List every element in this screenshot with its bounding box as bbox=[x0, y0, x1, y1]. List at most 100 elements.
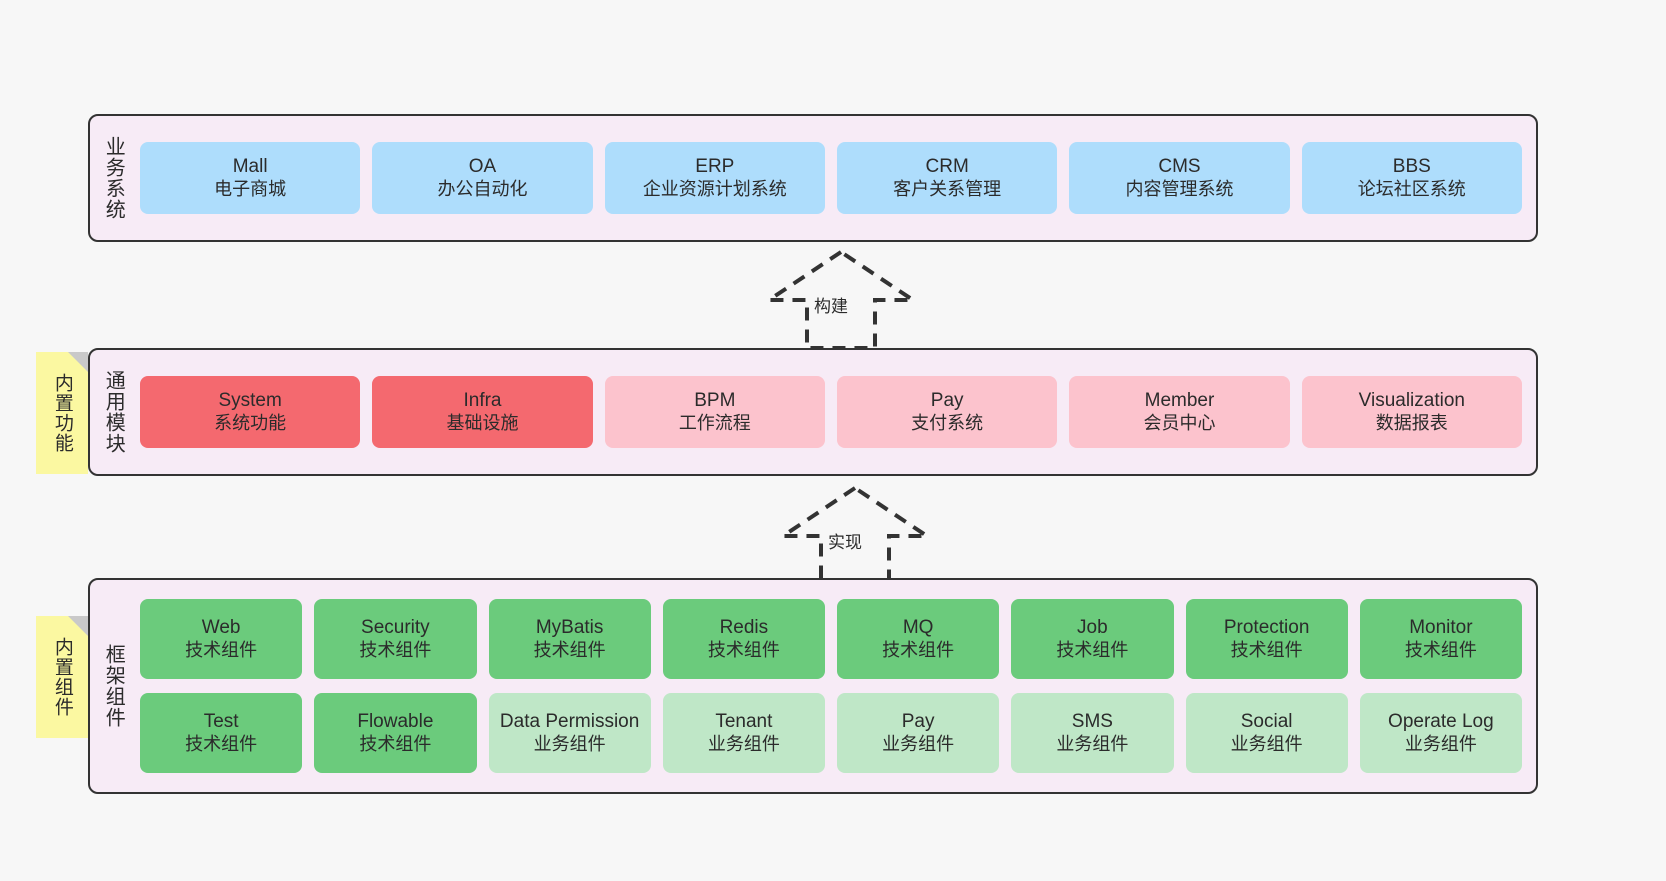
node-label-cn: 论坛社区系统 bbox=[1357, 178, 1466, 199]
node-member[interactable]: Member 会员中心 bbox=[1069, 376, 1290, 448]
node-label-en: CRM bbox=[925, 156, 969, 178]
node-test[interactable]: Test 技术组件 bbox=[140, 693, 303, 773]
layer-body-business-systems: Mall 电子商城 OA 办公自动化 ERP 企业资源计划系统 CRM 客户关系… bbox=[136, 116, 1536, 240]
note-label: 内置组件 bbox=[51, 637, 73, 717]
node-label-cn: 内容管理系统 bbox=[1125, 178, 1234, 199]
node-social[interactable]: Social 业务组件 bbox=[1185, 693, 1348, 773]
node-system[interactable]: System 系统功能 bbox=[140, 376, 361, 448]
node-visualization[interactable]: Visualization 数据报表 bbox=[1301, 376, 1522, 448]
node-label-en: Mall bbox=[232, 156, 268, 178]
node-label-cn: 支付系统 bbox=[911, 412, 984, 433]
node-label-cn: 技术组件 bbox=[882, 639, 955, 660]
node-pay[interactable]: Pay 支付系统 bbox=[836, 376, 1058, 448]
node-label-cn: 数据报表 bbox=[1375, 412, 1448, 433]
node-label-en: Infra bbox=[463, 390, 502, 412]
node-cms[interactable]: CMS 内容管理系统 bbox=[1069, 142, 1290, 214]
cell-row: System 系统功能 Infra 基础设施 BPM 工作流程 Pay 支付系统… bbox=[140, 376, 1522, 448]
node-label-cn: 业务组件 bbox=[882, 733, 955, 754]
node-security[interactable]: Security 技术组件 bbox=[314, 599, 477, 679]
node-operate-log[interactable]: Operate Log 业务组件 bbox=[1359, 693, 1522, 773]
node-oa[interactable]: OA 办公自动化 bbox=[372, 142, 593, 214]
node-label-cn: 客户关系管理 bbox=[893, 178, 1002, 199]
node-label-cn: 业务组件 bbox=[707, 733, 780, 754]
connector-label-build: 构建 bbox=[814, 297, 848, 316]
node-label-en: Security bbox=[361, 617, 430, 639]
node-tenant[interactable]: Tenant 业务组件 bbox=[662, 693, 825, 773]
node-label-en: Protection bbox=[1223, 617, 1310, 639]
node-label-cn: 系统功能 bbox=[214, 412, 287, 433]
node-label-en: MQ bbox=[902, 617, 934, 639]
note-label: 内置功能 bbox=[51, 373, 73, 453]
node-bpm[interactable]: BPM 工作流程 bbox=[604, 376, 825, 448]
node-label-en: BPM bbox=[694, 390, 736, 412]
node-label-cn: 基础设施 bbox=[446, 412, 519, 433]
layer-title-business-systems: 业务系统 bbox=[102, 136, 125, 220]
node-label-en: Job bbox=[1077, 617, 1108, 639]
node-label-cn: 业务组件 bbox=[1404, 733, 1477, 754]
node-web[interactable]: Web 技术组件 bbox=[140, 599, 303, 679]
connector-implement: 实现 bbox=[770, 484, 940, 590]
node-label-cn: 技术组件 bbox=[1056, 639, 1129, 660]
node-label-cn: 会员中心 bbox=[1143, 412, 1216, 433]
node-bbs[interactable]: BBS 论坛社区系统 bbox=[1301, 142, 1522, 214]
node-crm[interactable]: CRM 客户关系管理 bbox=[836, 142, 1058, 214]
layer-body-framework-components: Web 技术组件 Security 技术组件 MyBatis 技术组件 Redi… bbox=[136, 580, 1536, 792]
node-monitor[interactable]: Monitor 技术组件 bbox=[1359, 599, 1522, 679]
node-label-en: Social bbox=[1240, 711, 1293, 733]
cell-row: Test 技术组件 Flowable 技术组件 Data Permission … bbox=[140, 693, 1522, 773]
layer-title-framework-components: 框架组件 bbox=[102, 644, 125, 728]
node-erp[interactable]: ERP 企业资源计划系统 bbox=[604, 142, 825, 214]
node-redis[interactable]: Redis 技术组件 bbox=[662, 599, 825, 679]
note-builtin-components: 内置组件 bbox=[36, 616, 88, 738]
node-data-permission[interactable]: Data Permission 业务组件 bbox=[488, 693, 651, 773]
node-mybatis[interactable]: MyBatis 技术组件 bbox=[488, 599, 651, 679]
node-label-en: MyBatis bbox=[535, 617, 604, 639]
node-label-cn: 企业资源计划系统 bbox=[642, 178, 787, 199]
node-label-en: Tenant bbox=[715, 711, 773, 733]
node-pay-business[interactable]: Pay 业务组件 bbox=[837, 693, 1000, 773]
node-label-en: CMS bbox=[1158, 156, 1201, 178]
node-protection[interactable]: Protection 技术组件 bbox=[1185, 599, 1348, 679]
node-label-cn: 技术组件 bbox=[1230, 639, 1303, 660]
node-label-en: ERP bbox=[695, 156, 735, 178]
node-label-en: Data Permission bbox=[499, 711, 640, 733]
node-mall[interactable]: Mall 电子商城 bbox=[140, 142, 361, 214]
node-job[interactable]: Job 技术组件 bbox=[1011, 599, 1174, 679]
node-label-cn: 电子商城 bbox=[214, 178, 287, 199]
node-label-cn: 技术组件 bbox=[359, 639, 432, 660]
node-label-en: Visualization bbox=[1358, 390, 1465, 412]
node-label-cn: 业务组件 bbox=[1230, 733, 1303, 754]
node-label-en: Flowable bbox=[357, 711, 434, 733]
layer-body-common-modules: System 系统功能 Infra 基础设施 BPM 工作流程 Pay 支付系统… bbox=[136, 350, 1536, 474]
node-infra[interactable]: Infra 基础设施 bbox=[372, 376, 593, 448]
layer-framework-components: 框架组件 Web 技术组件 Security 技术组件 MyBatis 技术组件… bbox=[88, 578, 1538, 794]
node-label-cn: 技术组件 bbox=[1404, 639, 1477, 660]
note-builtin-functions: 内置功能 bbox=[36, 352, 88, 474]
node-label-en: BBS bbox=[1392, 156, 1431, 178]
node-label-en: Operate Log bbox=[1388, 711, 1494, 733]
cell-row: Web 技术组件 Security 技术组件 MyBatis 技术组件 Redi… bbox=[140, 599, 1522, 679]
node-mq[interactable]: MQ 技术组件 bbox=[837, 599, 1000, 679]
layer-title-common-modules: 通用模块 bbox=[102, 370, 125, 454]
node-label-cn: 业务组件 bbox=[533, 733, 606, 754]
node-label-cn: 技术组件 bbox=[185, 733, 258, 754]
node-sms[interactable]: SMS 业务组件 bbox=[1011, 693, 1174, 773]
node-label-en: System bbox=[218, 390, 282, 412]
node-label-cn: 技术组件 bbox=[533, 639, 606, 660]
node-label-en: Redis bbox=[719, 617, 769, 639]
node-label-en: Pay bbox=[930, 390, 964, 412]
node-label-en: SMS bbox=[1071, 711, 1113, 733]
layer-common-modules: 通用模块 System 系统功能 Infra 基础设施 BPM 工作流程 Pay… bbox=[88, 348, 1538, 476]
node-label-cn: 办公自动化 bbox=[437, 178, 528, 199]
connector-build: 构建 bbox=[756, 248, 926, 354]
node-label-cn: 技术组件 bbox=[707, 639, 780, 660]
node-label-en: Pay bbox=[901, 711, 935, 733]
node-label-en: Web bbox=[201, 617, 241, 639]
node-label-cn: 业务组件 bbox=[1056, 733, 1129, 754]
node-flowable[interactable]: Flowable 技术组件 bbox=[314, 693, 477, 773]
cell-row: Mall 电子商城 OA 办公自动化 ERP 企业资源计划系统 CRM 客户关系… bbox=[140, 142, 1522, 214]
node-label-cn: 工作流程 bbox=[678, 412, 751, 433]
node-label-cn: 技术组件 bbox=[185, 639, 258, 660]
node-label-en: Monitor bbox=[1409, 617, 1473, 639]
